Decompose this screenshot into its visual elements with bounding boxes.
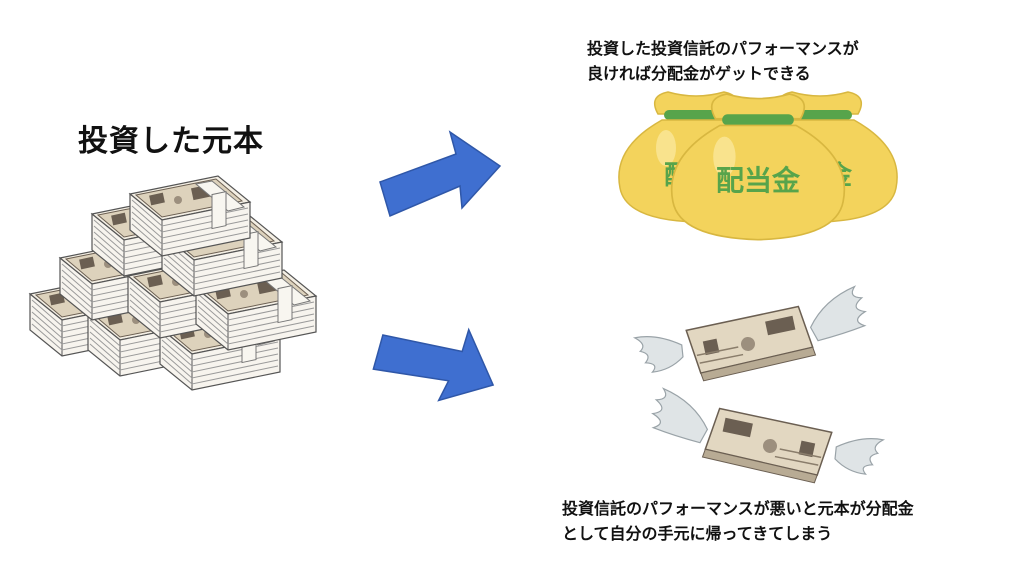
bag-label-center: 配当金 xyxy=(716,164,801,197)
flying-money-icon xyxy=(646,386,887,491)
good-caption-line: 投資した投資信託のパフォーマンスが xyxy=(587,39,859,58)
principal-title: 投資した元本 xyxy=(78,124,264,159)
arrow-icon xyxy=(364,291,512,429)
flying-money-icon xyxy=(631,284,872,389)
money-bag-icon: 配当金 xyxy=(670,93,846,241)
arrow-icon xyxy=(379,131,501,217)
bad-caption-line: として自分の手元に帰ってきてしまう xyxy=(562,524,833,543)
bad-outcome-caption: 投資信託のパフォーマンスが悪いと元本が分配金 として自分の手元に帰ってきてしまう xyxy=(562,496,914,546)
good-outcome-caption: 投資した投資信託のパフォーマンスが 良ければ分配金がゲットできる xyxy=(587,36,859,86)
bad-caption-line: 投資信託のパフォーマンスが悪いと元本が分配金 xyxy=(562,499,914,518)
good-caption-line: 良ければ分配金がゲットできる xyxy=(587,64,811,83)
money-stack-icon xyxy=(29,175,317,391)
